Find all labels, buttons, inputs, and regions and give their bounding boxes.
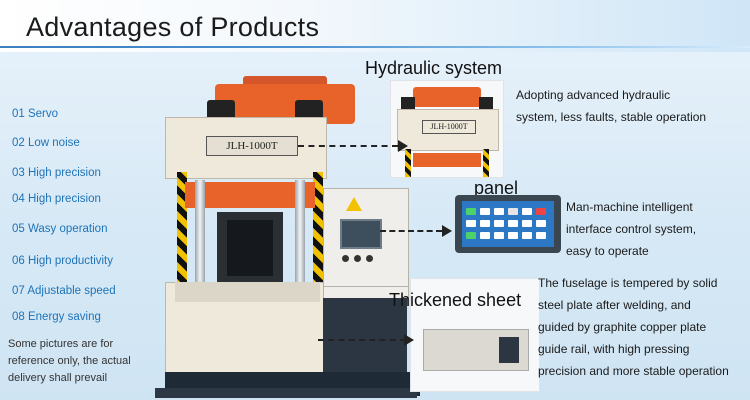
panel-desc-line: Man-machine intelligent — [566, 200, 693, 214]
page-title: Advantages of Products — [26, 12, 320, 42]
sheet-desc-line: precision and more stable operation — [538, 364, 729, 378]
panel-button — [522, 208, 532, 215]
sheet-arrow-line — [318, 339, 406, 341]
feature-item-high-precision-2: 04 High precision — [12, 193, 101, 205]
hydraulic-detail-image: JLH-1000T — [390, 80, 504, 178]
hazard-stripe — [177, 172, 187, 372]
sheet-desc-line: steel plate after welding, and — [538, 298, 691, 312]
feature-item-easy-operation: 05 Wasy operation — [12, 223, 108, 235]
panel-button — [466, 220, 476, 227]
detail-hazard-stripe — [483, 149, 489, 177]
panel-button — [522, 232, 532, 239]
detail-block — [499, 337, 519, 363]
detail-hazard-stripe — [405, 149, 411, 177]
press-slide — [185, 182, 315, 208]
header-band — [0, 0, 750, 52]
panel-button — [536, 232, 546, 239]
thickened-sheet-heading: Thickened sheet — [389, 290, 522, 310]
detail-crossbeam: JLH-1000T — [397, 109, 499, 151]
panel-button — [480, 208, 490, 215]
detail-cylinder — [413, 87, 481, 107]
panel-description: Man-machine intelligent interface contro… — [566, 196, 746, 262]
sheet-description: The fuselage is tempered by solid steel … — [538, 272, 748, 382]
hydraulic-desc-line: Adopting advanced hydraulic — [516, 88, 671, 102]
die-cavity — [227, 220, 273, 276]
feature-item-servo: 01 Servo — [12, 108, 59, 120]
control-screen — [340, 219, 382, 249]
panel-button — [480, 232, 490, 239]
panel-button — [494, 208, 504, 215]
panel-button — [466, 232, 476, 239]
detail-slide — [413, 153, 481, 167]
panel-button — [494, 220, 504, 227]
hydraulic-arrow-line — [298, 145, 398, 147]
panel-button — [494, 232, 504, 239]
sheet-desc-line: guided by graphite copper plate — [538, 320, 707, 334]
control-knob — [366, 255, 373, 262]
panel-button — [508, 208, 518, 215]
feature-item-low-noise: 02 Low noise — [12, 137, 80, 149]
panel-desc-line: interface control system, — [566, 222, 697, 236]
control-cabinet — [323, 188, 409, 288]
control-knob — [354, 255, 361, 262]
feature-item-adjustable-speed: 07 Adjustable speed — [12, 285, 116, 297]
control-knob — [342, 255, 349, 262]
arrow-right-icon — [442, 225, 452, 237]
panel-arrow-line — [380, 230, 442, 232]
panel-button — [480, 220, 490, 227]
panel-button — [536, 208, 546, 215]
sheet-desc-line: guide rail, with high pressing — [538, 342, 690, 356]
header-divider — [0, 46, 750, 48]
feature-item-energy-saving: 08 Energy saving — [12, 311, 101, 323]
reference-note: Some pictures are for reference only, th… — [8, 338, 131, 384]
warning-icon — [346, 197, 362, 211]
panel-button — [522, 220, 532, 227]
sheet-desc-line: The fuselage is tempered by solid — [538, 276, 718, 290]
detail-model-label: JLH-1000T — [422, 120, 476, 134]
hydraulic-system-heading: Hydraulic system — [365, 58, 503, 78]
feature-item-high-productivity: 06 High productivity — [12, 255, 113, 267]
guide-column — [295, 180, 305, 330]
bed-panel — [175, 282, 320, 302]
arrow-right-icon — [398, 140, 408, 152]
hazard-stripe — [313, 172, 323, 372]
hydraulic-press-image: JLH-1000T — [155, 72, 420, 398]
machine-foot — [155, 388, 417, 398]
hydraulic-desc-line: system, less faults, stable operation — [516, 110, 707, 124]
panel-heading: panel — [474, 178, 519, 198]
sheet-detail-image — [410, 278, 540, 392]
panel-button — [466, 208, 476, 215]
panel-desc-line: easy to operate — [566, 244, 649, 258]
panel-button — [508, 232, 518, 239]
feature-item-high-precision: 03 High precision — [12, 167, 101, 179]
panel-button — [536, 220, 546, 227]
panel-button — [508, 220, 518, 227]
lower-cabinet — [323, 298, 407, 378]
arrow-right-icon — [404, 334, 414, 346]
hydraulic-description: Adopting advanced hydraulic system, less… — [516, 84, 741, 128]
model-label: JLH-1000T — [206, 136, 298, 156]
upper-crossbeam: JLH-1000T — [165, 117, 327, 179]
guide-column — [195, 180, 205, 330]
